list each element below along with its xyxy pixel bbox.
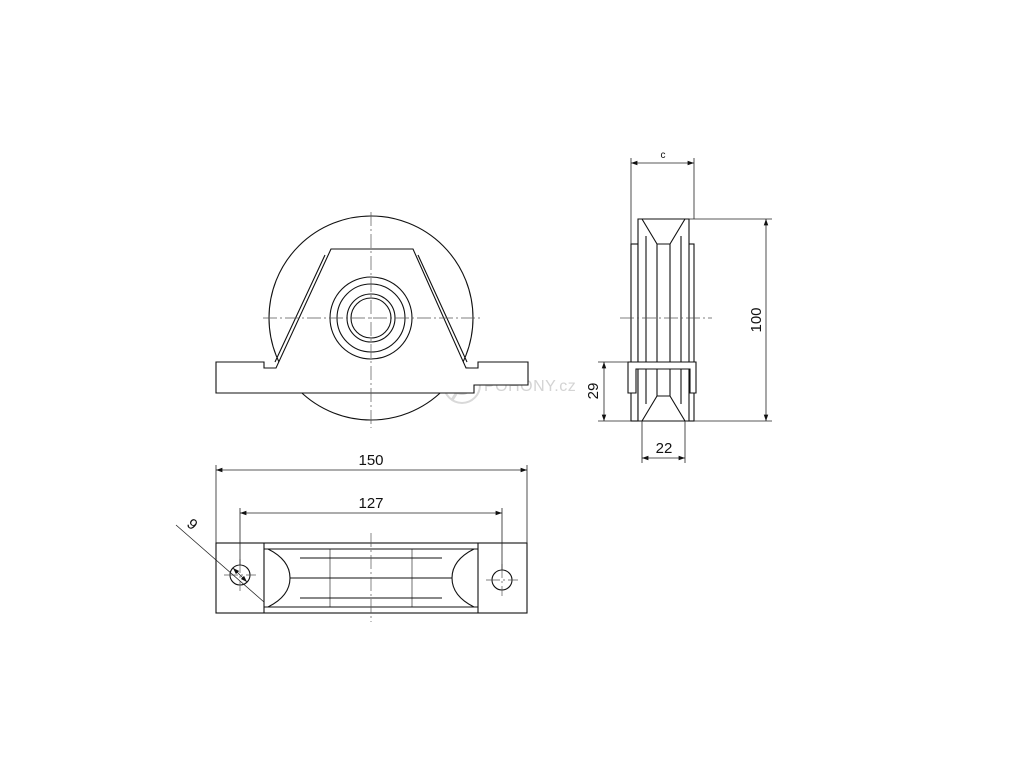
dim-top-width: c xyxy=(661,150,666,161)
dim-overall-length: 150 xyxy=(358,452,383,469)
top-view xyxy=(215,542,528,614)
side-groove xyxy=(641,218,686,422)
dim-hole-diameter: 9 xyxy=(183,515,200,533)
dim-bracket-height: 29 xyxy=(585,383,602,400)
front-view-centerlines xyxy=(263,212,480,428)
top-wheel-lines xyxy=(329,549,413,607)
side-bracket-bottom xyxy=(627,361,697,394)
side-wheel xyxy=(637,218,690,422)
front-view xyxy=(215,215,529,421)
dim-wheel-width: 22 xyxy=(656,440,673,457)
dim-hole-spacing: 127 xyxy=(358,495,383,512)
side-inner-lines xyxy=(645,236,682,404)
dim-wheel-height: 100 xyxy=(748,307,765,332)
bracket-fold xyxy=(274,254,468,363)
side-view xyxy=(627,218,697,422)
dimension-lines xyxy=(175,158,772,603)
side-bracket-left xyxy=(630,243,639,422)
dimension-labels: 150 127 9 c 100 29 22 xyxy=(183,150,765,534)
